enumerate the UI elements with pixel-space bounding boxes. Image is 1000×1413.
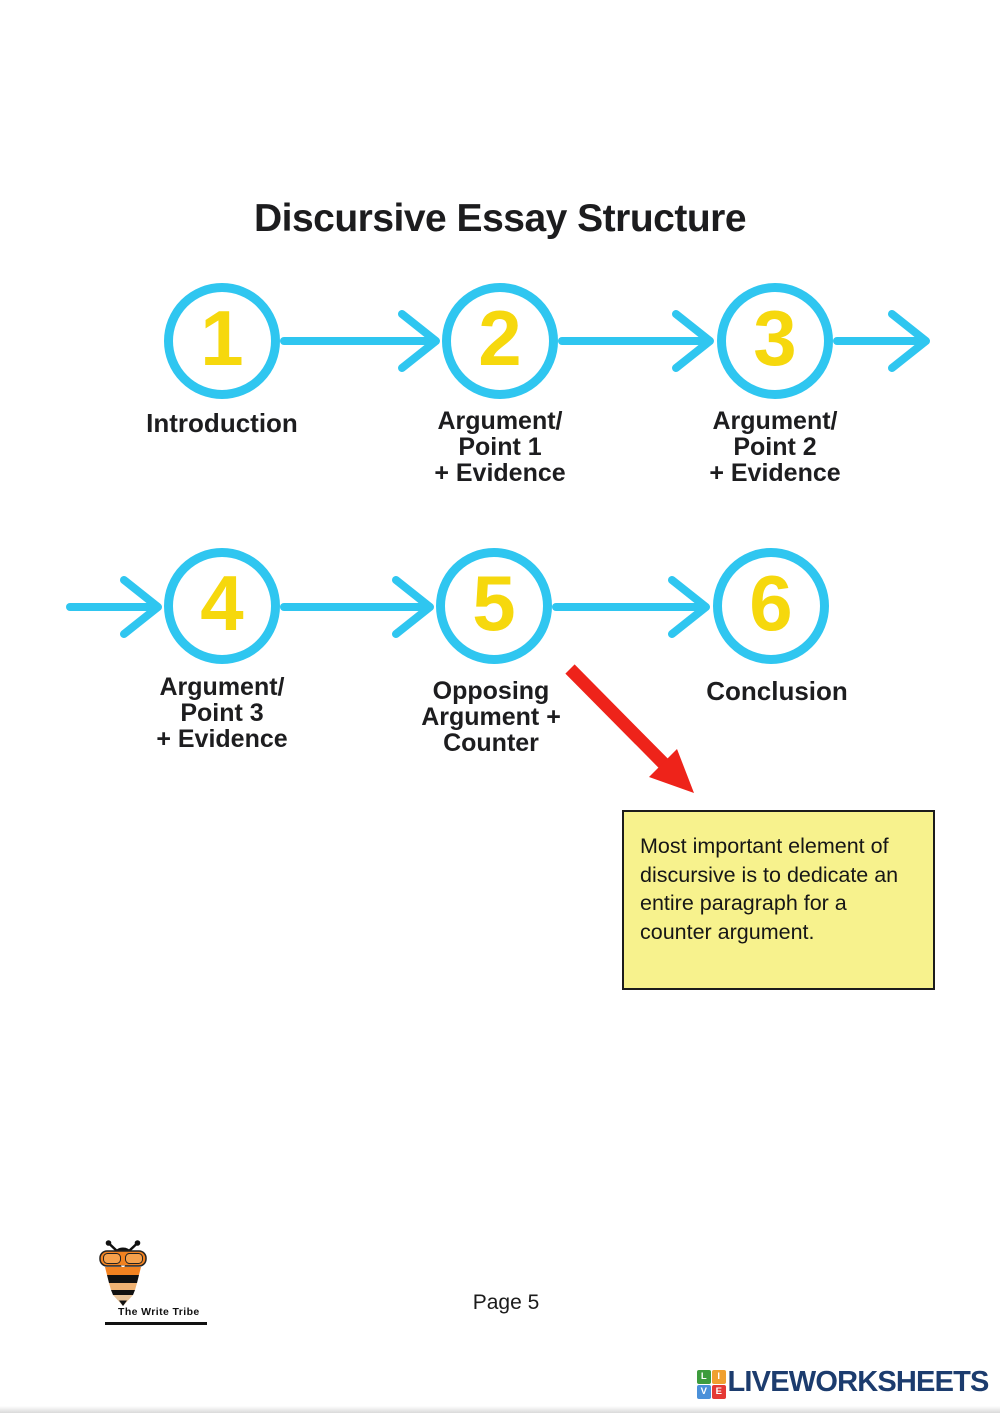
- step-number-4: 4: [200, 559, 244, 647]
- callout-text: Most important element of discursive is …: [640, 834, 899, 944]
- step-label-6: Conclusion: [657, 678, 897, 704]
- tile-v: V: [697, 1385, 711, 1399]
- step-label-line: Point 2: [733, 433, 817, 461]
- step-label-line: Argument/: [437, 407, 563, 435]
- arrow-2-3-head-icon: [672, 310, 714, 372]
- liveworksheets-brand: L I V E LIVEWORKSHEETS: [697, 1368, 989, 1399]
- step-number-3: 3: [753, 294, 797, 382]
- arrow-1-2-head-icon: [398, 310, 440, 372]
- step-label-3: Argument/ Point 2 + Evidence: [655, 408, 895, 486]
- step-label-line: + Evidence: [709, 459, 841, 487]
- step-circle-3: 3: [717, 283, 833, 399]
- step-label-line: Argument/: [159, 673, 285, 701]
- arrow-enter-4-head-icon: [120, 576, 162, 638]
- step-label-4: Argument/ Point 3 + Evidence: [102, 674, 342, 752]
- step-circle-1: 1: [164, 283, 280, 399]
- callout-note: Most important element of discursive is …: [622, 810, 935, 990]
- step-label-line: Opposing: [432, 677, 550, 705]
- step-number-1: 1: [200, 294, 244, 382]
- liveworksheets-tiles-icon: L I V E: [697, 1370, 726, 1399]
- step-label-1: Introduction: [102, 410, 342, 436]
- write-tribe-bee-icon: [99, 1240, 147, 1306]
- step-circle-4: 4: [164, 548, 280, 664]
- page-number: Page 5: [472, 1291, 540, 1314]
- step-circle-2: 2: [442, 283, 558, 399]
- arrow-4-5-head-icon: [392, 576, 434, 638]
- tile-e: E: [712, 1385, 726, 1399]
- page-edge-shadow: [0, 1406, 1000, 1413]
- arrow-3-exit-head-icon: [888, 310, 930, 372]
- step-label-line: + Evidence: [434, 459, 566, 487]
- step-label-5: Opposing Argument + Counter: [371, 678, 611, 756]
- step-label-line: Point 1: [458, 433, 542, 461]
- step-label-line: Counter: [443, 729, 539, 757]
- step-label-line: Conclusion: [706, 676, 848, 706]
- step-label-2: Argument/ Point 1 + Evidence: [380, 408, 620, 486]
- step-number-6: 6: [749, 559, 793, 647]
- write-tribe-logo-text: The Write Tribe: [118, 1306, 200, 1318]
- step-number-5: 5: [472, 559, 516, 647]
- tile-l: L: [697, 1370, 711, 1384]
- arrow-5-6-head-icon: [668, 576, 710, 638]
- step-label-line: + Evidence: [156, 725, 288, 753]
- step-label-line: Argument +: [421, 703, 561, 731]
- step-circle-6: 6: [713, 548, 829, 664]
- step-circle-5: 5: [436, 548, 552, 664]
- step-label-line: Point 3: [180, 699, 264, 727]
- step-label-line: Introduction: [146, 408, 298, 438]
- page-title: Discursive Essay Structure: [253, 197, 747, 240]
- liveworksheets-wordmark: LIVEWORKSHEETS: [727, 1366, 990, 1398]
- callout-arrow-head: [649, 749, 694, 793]
- step-label-line: Argument/: [712, 407, 838, 435]
- logo-underline: [105, 1322, 207, 1325]
- step-number-2: 2: [478, 294, 522, 382]
- tile-i: I: [712, 1370, 726, 1384]
